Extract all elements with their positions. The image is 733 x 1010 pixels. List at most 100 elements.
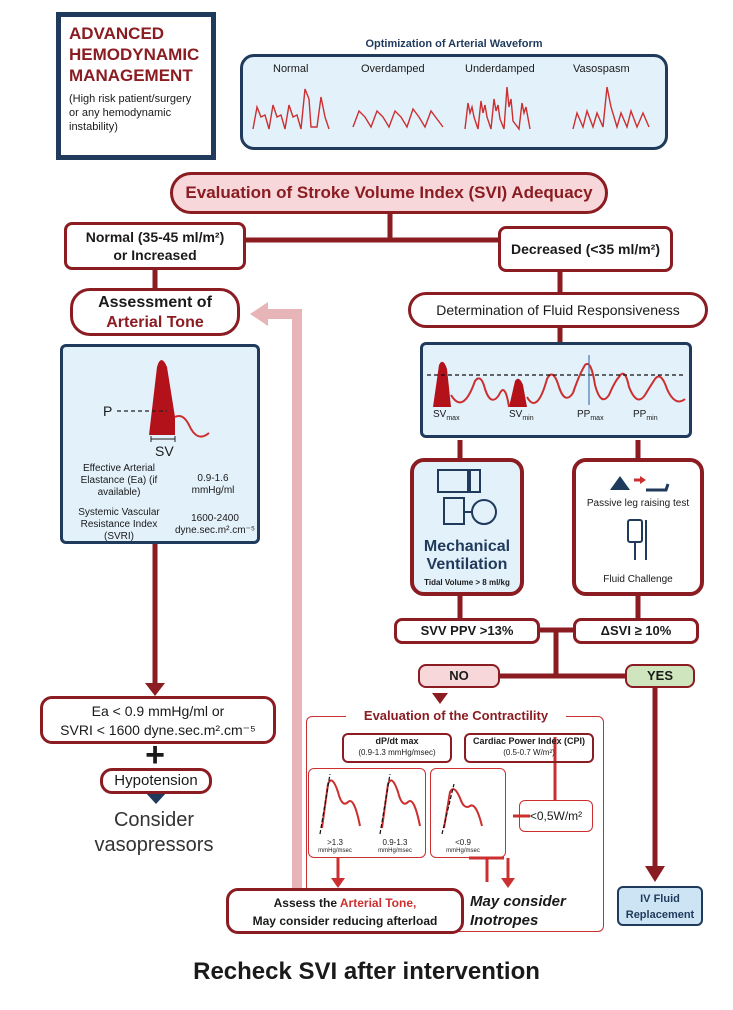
curve-label-low-value: <0.9 (455, 838, 471, 847)
curve-label-normal: 0.9-1.3 mmHg/msec (370, 838, 420, 856)
fluid-responsiveness-box: Determination of Fluid Responsiveness (408, 292, 708, 328)
curve-label-high-value: >1.3 (327, 838, 343, 847)
ea-value: 0.9-1.6 mmHg/ml (191, 473, 235, 496)
waveform-label-normal: Normal (273, 63, 309, 75)
pp-max-label: PPmax (577, 409, 604, 422)
sv-label: SV (155, 443, 174, 459)
assess-arterial-tone-box: Assess the Arterial Tone, May consider r… (226, 888, 464, 934)
arterial-tone-line-1: Assessment of (98, 294, 212, 311)
sv-max-sub: max (446, 415, 460, 422)
cpi-box: Cardiac Power Index (CPI) (0.5-0.7 W/m²) (464, 733, 594, 763)
ea-low-line-2: SVRI < 1600 dyne.sec.m².cm⁻⁵ (60, 722, 256, 738)
waveform-label-overdamped: Overdamped (361, 63, 425, 75)
inotropes-text: May consider Inotropes (470, 893, 566, 929)
header-subtitle: (High risk patient/surgery or any hemody… (69, 93, 192, 133)
svv-ppv-box: SVV PPV >13% (394, 618, 540, 644)
yes-label-box: YES (625, 664, 695, 688)
pp-min-text: PP (633, 409, 647, 420)
fluid-waveform-panel: SVmax SVmin PPmax PPmin (420, 342, 692, 438)
assess-line-1: Assess the Arterial Tone, (229, 894, 461, 912)
curve-label-high-unit: mmHg/msec (318, 848, 352, 854)
curve-label-normal-unit: mmHg/msec (378, 848, 412, 854)
waveform-panel: Normal Overdamped Underdamped Vasospasm (240, 54, 668, 150)
no-label-box: NO (418, 664, 500, 688)
header-title-line-2: HEMODYNAMIC (69, 45, 200, 64)
ea-low-line-1: Ea < 0.9 mmHg/ml or (91, 703, 225, 719)
iv-fluid-box: IV Fluid Replacement (617, 886, 703, 926)
pp-max-sub: max (590, 415, 604, 422)
ea-low-box: Ea < 0.9 mmHg/ml or SVRI < 1600 dyne.sec… (40, 696, 276, 744)
iv-fluid-line-1: IV Fluid (640, 893, 680, 905)
delta-svi-text: ΔSVI ≥ 10% (600, 623, 672, 638)
pp-min-label: PPmin (633, 409, 658, 422)
dpdt-low-curve-frame (430, 768, 506, 858)
no-label: NO (449, 668, 469, 683)
sv-max-label: SVmax (433, 409, 460, 422)
pressure-label: P (103, 403, 113, 419)
arterial-tone-line-2: Arterial Tone (106, 314, 204, 331)
vasopressors-line-2: vasopressors (94, 834, 214, 856)
dpdt-title: dP/dt max (375, 736, 419, 746)
arterial-tone-box: Assessment of Arterial Tone (70, 288, 240, 336)
curve-label-low: <0.9 mmHg/msec (438, 838, 488, 856)
mechanical-ventilation-box: Mechanical Ventilation Tidal Volume > 8 … (410, 458, 524, 596)
cpi-threshold-text: <0,5W/m² (529, 809, 583, 823)
footer-text: Recheck SVI after intervention (193, 958, 540, 985)
hypotension-text: Hypotension (114, 772, 198, 789)
svi-evaluation-box: Evaluation of Stroke Volume Index (SVI) … (170, 172, 608, 214)
sv-min-label: SVmin (509, 409, 534, 422)
iv-fluid-line-2: Replacement (625, 909, 695, 921)
ea-label: Effective Arterial Elastance (Ea) (if av… (80, 463, 158, 498)
decreased-svi-box: Decreased (<35 ml/m²) (498, 226, 673, 272)
ppv-waveform (427, 355, 686, 408)
sv-min-sub: min (522, 415, 534, 422)
svri-value: 1600-2400 dyne.sec.m².cm⁻⁵ (175, 513, 255, 536)
dpdt-range: (0.9-1.3 mmHg/msec) (358, 748, 436, 757)
mechanical-ventilation-line-1: Mechanical (423, 538, 511, 555)
iv-bag-icon (627, 519, 647, 560)
plus-sign: + (145, 736, 165, 774)
svri-label: Systemic Vascular Resistance Index (SVRI… (78, 507, 160, 542)
fluid-responsiveness-text: Determination of Fluid Responsiveness (436, 302, 680, 318)
assess-line-2: May consider reducing afterload (252, 914, 438, 928)
contractility-title: Evaluation of the Contractility (346, 708, 566, 723)
waveform-traces (252, 86, 650, 131)
normal-svi-line-2: or Increased (113, 247, 197, 263)
sv-min-text: SV (509, 409, 523, 420)
ventilator-icon (437, 469, 497, 525)
cpi-title: Cardiac Power Index (CPI) (472, 736, 586, 746)
plr-fluid-challenge-box: Passive leg raising test Fluid Challenge (572, 458, 704, 596)
assess-highlight: Arterial Tone, (339, 896, 417, 910)
waveform-label-underdamped: Underdamped (465, 63, 535, 75)
hypotension-box: Hypotension (100, 768, 212, 794)
pp-min-sub: min (646, 415, 658, 422)
header-title-line-3: MANAGEMENT (69, 66, 193, 85)
svi-evaluation-text: Evaluation of Stroke Volume Index (SVI) … (185, 183, 593, 202)
dpdt-box: dP/dt max (0.9-1.3 mmHg/msec) (342, 733, 452, 763)
mechanical-ventilation-line-2: Ventilation (426, 556, 508, 573)
fluid-challenge-label: Fluid Challenge (603, 574, 673, 585)
vasopressors-line-1: Consider (113, 809, 195, 831)
cpi-threshold-box: <0,5W/m² (519, 800, 593, 832)
decreased-svi-text: Decreased (<35 ml/m²) (510, 241, 661, 257)
header-title-line-1: ADVANCED (69, 24, 165, 43)
arterial-tone-panel: P SV Effective Arterial Elastance (Ea) (… (60, 344, 260, 544)
yes-label: YES (646, 668, 673, 683)
curve-label-high: >1.3 mmHg/msec (310, 838, 360, 856)
waveform-panel-title: Optimization of Arterial Waveform (365, 38, 543, 50)
delta-svi-box: ΔSVI ≥ 10% (573, 618, 699, 644)
tidal-volume-text: Tidal Volume > 8 ml/kg (424, 578, 510, 587)
contractility-curves (319, 773, 483, 835)
consider-vasopressors: Consider vasopressors (84, 808, 224, 858)
header-box: ADVANCED HEMODYNAMIC MANAGEMENT (High ri… (56, 12, 216, 160)
arterial-pulse-diagram (117, 360, 210, 442)
sv-max-text: SV (433, 409, 447, 420)
svv-ppv-text: SVV PPV >13% (420, 623, 514, 638)
curve-label-low-unit: mmHg/msec (446, 848, 480, 854)
pp-max-text: PP (577, 409, 591, 420)
plr-label: Passive leg raising test (586, 498, 690, 509)
normal-svi-line-1: Normal (35-45 ml/m²) (85, 229, 225, 245)
waveform-label-vasospasm: Vasospasm (573, 63, 630, 75)
normal-svi-box: Normal (35-45 ml/m²) or Increased (64, 222, 246, 270)
